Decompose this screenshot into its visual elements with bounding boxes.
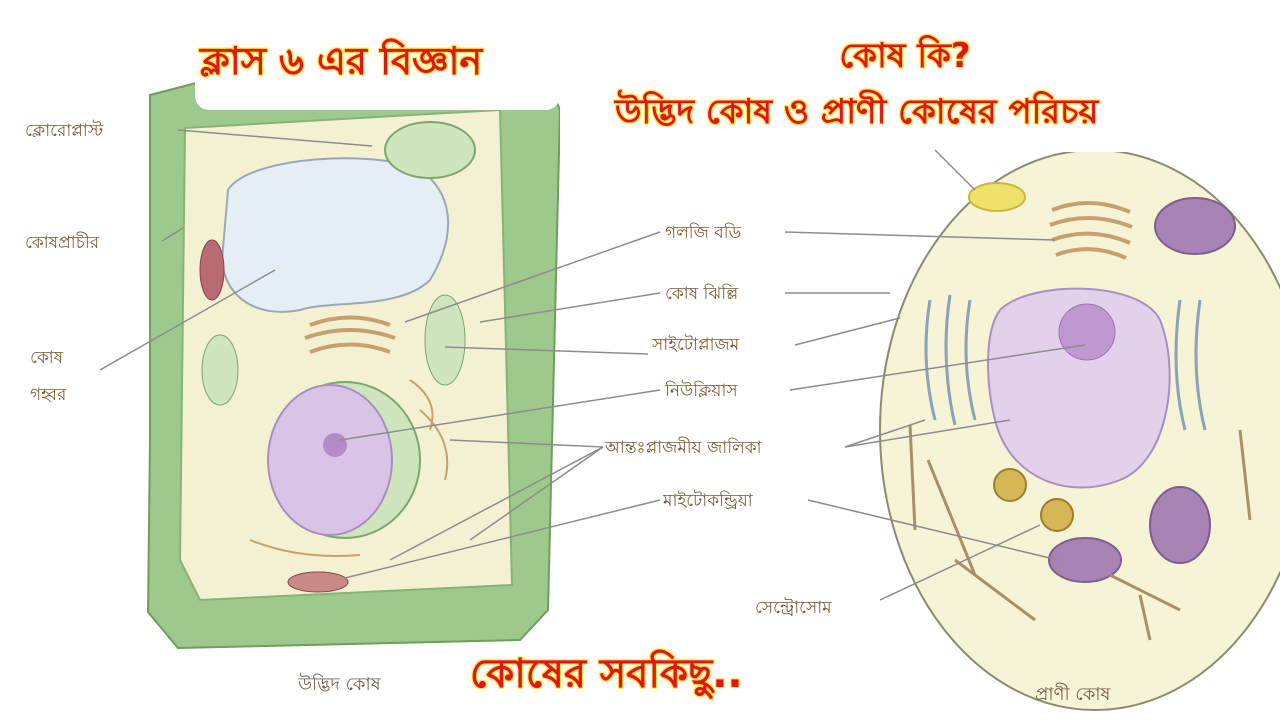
plant-vacuole <box>220 157 450 313</box>
label-golgi: গলজি বডি <box>665 223 742 243</box>
class-title: ক্লাস ৬ এর বিজ্ঞান <box>200 39 483 83</box>
animal-er <box>924 294 1207 431</box>
plant-nucleus <box>267 384 393 536</box>
animal-nucleolus <box>1058 303 1116 361</box>
plant-chloroplast <box>201 334 239 406</box>
intro-title: উদ্ভিদ কোষ ও প্রাণী কোষের পরিচয় <box>615 92 1099 132</box>
plant-chloroplast <box>384 121 476 179</box>
animal-golgi <box>1049 201 1133 260</box>
animal-mitochondrion <box>1149 486 1211 564</box>
caption-animal-cell: প্রাণী কোষ <box>1035 684 1111 705</box>
leader-lines <box>99 129 1086 601</box>
label-vacuole-line1: কোষ <box>30 348 64 368</box>
animal-centrosome <box>1040 498 1074 532</box>
animal-mitochondrion <box>1048 537 1122 583</box>
animal-cytoskeleton <box>908 424 1252 641</box>
label-chloroplast: ক্লোরোপ্লাস্ট <box>25 121 104 141</box>
animal-centrosome <box>993 468 1027 502</box>
plant-mitochondrion <box>287 571 349 593</box>
animal-mitochondrion <box>1154 197 1236 255</box>
label-membrane: কোষ ঝিল্লি <box>665 284 739 304</box>
animal-cell <box>879 100 1280 711</box>
label-centrosome: সেন্ট্রোসোম <box>755 598 832 618</box>
plant-chloroplast <box>424 294 466 386</box>
animal-vesicle <box>968 182 1026 212</box>
bottom-title: কোষের সবকিছু.. <box>470 651 743 697</box>
animal-nucleus <box>987 287 1171 489</box>
plant-cell <box>146 58 562 650</box>
plant-chloroplast <box>199 239 225 301</box>
caption-plant-cell: উদ্ভিদ কোষ <box>298 674 381 695</box>
question-title: কোষ কি? <box>839 36 971 76</box>
plant-nucleolus <box>323 433 347 457</box>
label-cell-wall: কোষপ্রাচীর <box>25 233 100 253</box>
label-er: আন্তঃপ্লাজমীয় জালিকা <box>605 438 762 458</box>
label-cytoplasm: সাইটোপ্লাজম <box>652 335 740 355</box>
label-mitochondria: মাইটোকন্ড্রিয়া <box>663 491 753 511</box>
label-nucleus: নিউক্লিয়াস <box>665 381 738 401</box>
label-vacuole-line2: গহ্বর <box>30 385 67 405</box>
plant-golgi <box>304 315 396 354</box>
